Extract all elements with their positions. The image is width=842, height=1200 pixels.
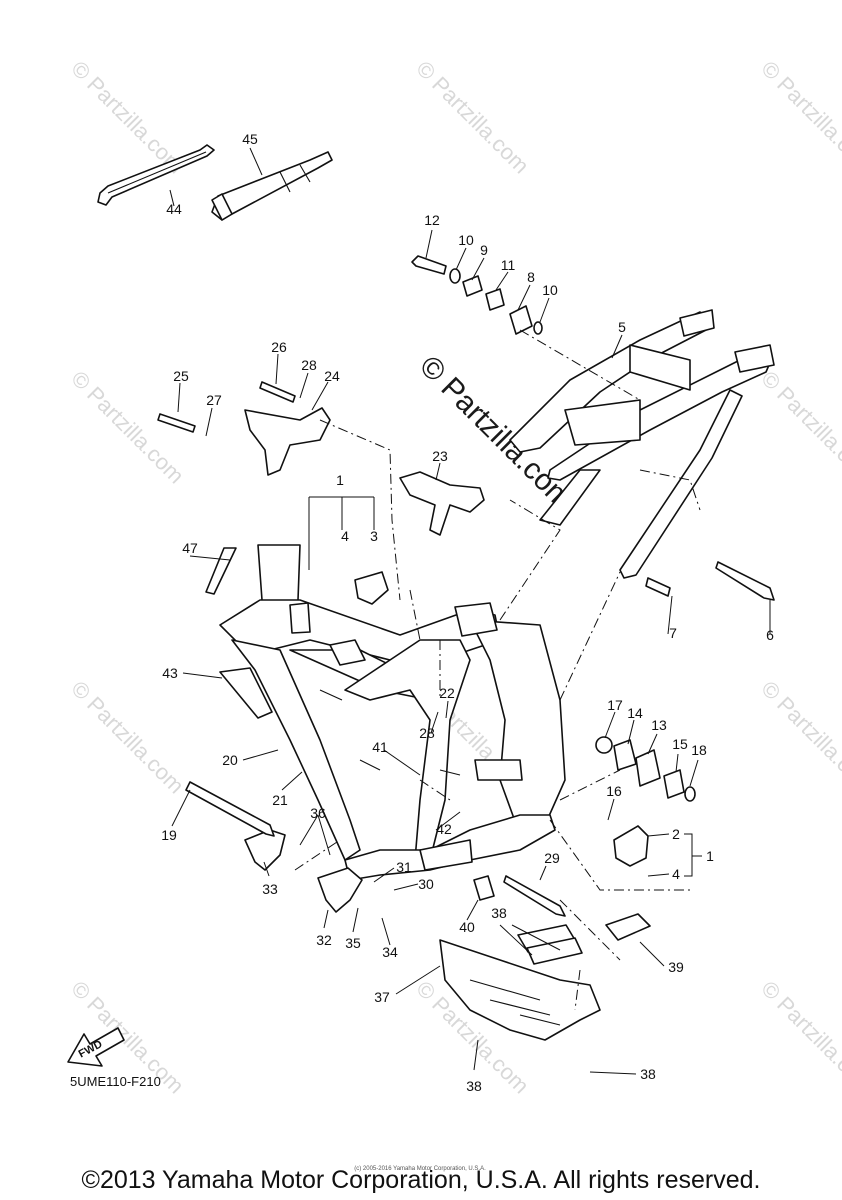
callout-13: 13: [651, 717, 667, 733]
callout-4-b: 4: [672, 866, 680, 882]
callout-4: 4: [341, 528, 349, 544]
leader-lines: [169, 147, 771, 1075]
callout-45: 44: [166, 201, 182, 217]
callout-2: 2: [672, 826, 680, 842]
wrench-tool: [97, 144, 215, 206]
callout-23: 23: [432, 448, 448, 464]
callout-36: 36: [310, 805, 326, 821]
callout-30: 30: [418, 876, 434, 892]
callout-31: 31: [396, 859, 412, 875]
callout-18: 18: [691, 742, 707, 758]
rear-engine-bracket: [354, 571, 649, 867]
callout-24: 24: [324, 368, 340, 384]
callout-19: 19: [161, 827, 177, 843]
callout-5: 5: [618, 319, 626, 335]
fwd-arrow-icon: FWD: [67, 1027, 125, 1067]
callout-29: 29: [544, 850, 560, 866]
long-bolts: [157, 381, 775, 917]
skid-plate: [439, 875, 651, 1041]
watermark-small: © Partzilla.com: [756, 56, 842, 179]
watermark-pattern: © Partzilla.com © Partzilla.com © Partzi…: [66, 56, 842, 1099]
small-copyright: (c) 2005-2016 Yamaha Motor Corporation, …: [354, 1166, 486, 1172]
callout-28-b: 28: [419, 725, 435, 741]
callout-26: 26: [271, 339, 287, 355]
callout-43: 42: [436, 821, 452, 837]
callout-14: 14: [627, 705, 643, 721]
watermark-small: © Partzilla.com: [66, 366, 189, 489]
callout-11: 11: [501, 257, 516, 273]
callout-27: 27: [206, 392, 222, 408]
callout-35: 35: [345, 935, 361, 951]
copyright-text: ©2013 Yamaha Motor Corporation, U.S.A. A…: [82, 1166, 761, 1194]
callout-16: 16: [606, 783, 622, 799]
callout-38-b: 38: [640, 1066, 656, 1082]
callout-34: 34: [382, 944, 398, 960]
callout-10-b: 10: [542, 282, 558, 298]
callout-40: 39: [668, 959, 684, 975]
callout-3: 3: [370, 528, 378, 544]
watermark-small: © Partzilla.com: [66, 676, 189, 799]
callout-25: 25: [173, 368, 189, 384]
callout-12: 12: [424, 212, 440, 228]
callout-32: 32: [316, 932, 332, 948]
callout-labels: 44 45 12 10 9 11 8 10 5 25 26 28 24 27 2…: [161, 131, 774, 1094]
callout-38: 38: [466, 1078, 482, 1094]
callout-6: 6: [766, 627, 774, 643]
callout-22: 22: [439, 685, 455, 701]
hardware-parts: [411, 255, 696, 802]
callout-33: 33: [262, 881, 278, 897]
callout-10: 10: [458, 232, 474, 248]
callout-20: 20: [222, 752, 238, 768]
watermark-small: © Partzilla.com: [66, 56, 189, 179]
callout-41: 40: [459, 919, 475, 935]
rear-sub-frame: [509, 309, 775, 579]
callout-1-b: 1: [706, 848, 714, 864]
callout-39: 38: [491, 905, 507, 921]
callout-44: 43: [162, 665, 178, 681]
callout-8: 8: [527, 269, 535, 285]
callout-21: 21: [272, 792, 288, 808]
callout-17: 17: [607, 697, 623, 713]
callout-42: 41: [372, 739, 388, 755]
callout-47: 47: [182, 540, 198, 556]
callout-37: 37: [374, 989, 390, 1005]
callout-9: 9: [480, 242, 488, 258]
callout-28: 28: [301, 357, 317, 373]
diagram-code: 5UME110-F210: [70, 1074, 161, 1089]
watermark-small: © Partzilla.com: [756, 676, 842, 799]
callout-15: 15: [672, 736, 688, 752]
watermark-small: © Partzilla.com: [756, 366, 842, 489]
reference-lines: [294, 329, 701, 1011]
engine-bracket-front: [244, 829, 363, 913]
spark-plug-wrench: [211, 151, 333, 221]
callout-46: 45: [242, 131, 258, 147]
watermark-small: © Partzilla.com: [411, 56, 534, 179]
watermark-small: © Partzilla.com: [756, 976, 842, 1099]
engine-bracket-top: [244, 407, 485, 536]
callout-7: 7: [669, 625, 677, 641]
main-frame: [219, 544, 566, 881]
callout-1: 1: [336, 472, 344, 488]
